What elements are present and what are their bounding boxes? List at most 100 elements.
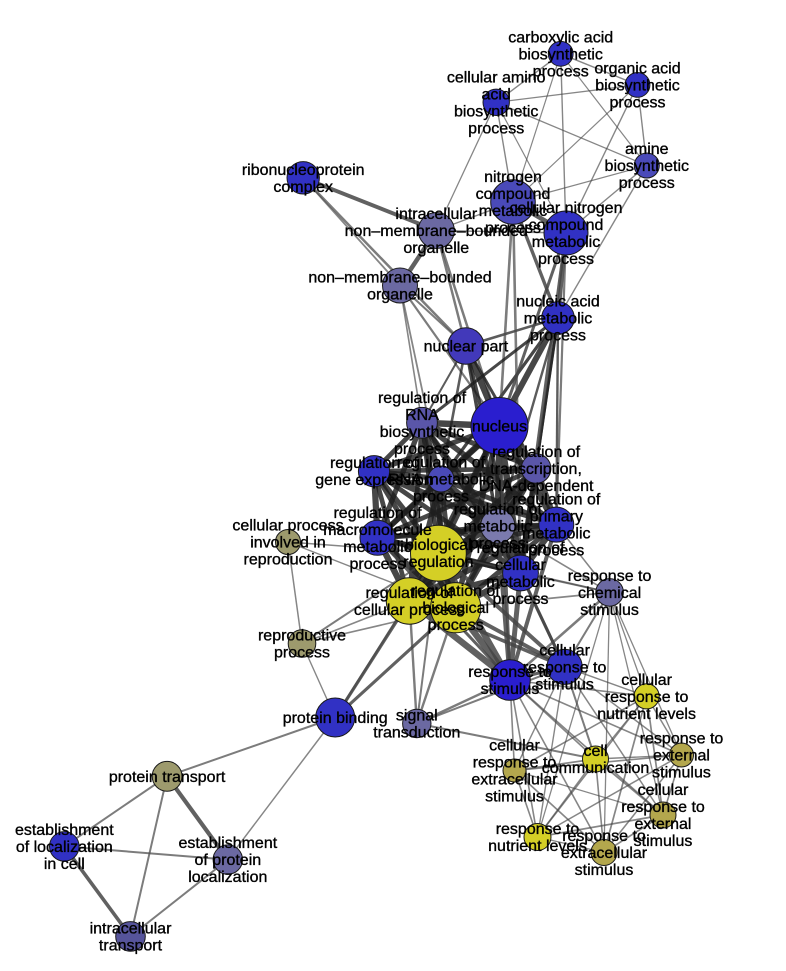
svg-text:cellular amino: cellular amino	[447, 69, 546, 86]
svg-text:response to: response to	[562, 828, 646, 845]
svg-text:regulation of: regulation of	[378, 390, 467, 407]
svg-text:biosynthetic: biosynthetic	[454, 103, 539, 120]
svg-text:regulation of: regulation of	[330, 455, 419, 472]
svg-text:RNA metabolic: RNA metabolic	[388, 472, 494, 489]
svg-text:stimulus: stimulus	[535, 676, 594, 693]
svg-text:response to: response to	[496, 821, 580, 838]
svg-text:compound: compound	[476, 186, 551, 203]
svg-text:gene expression: gene expression	[315, 472, 432, 489]
svg-text:regulation of: regulation of	[454, 502, 543, 519]
svg-text:process: process	[528, 543, 584, 560]
svg-text:carboxylic acid: carboxylic acid	[508, 29, 613, 46]
svg-text:response to: response to	[523, 659, 607, 676]
svg-text:regulation: regulation	[403, 554, 473, 571]
svg-text:in cell: in cell	[44, 856, 85, 873]
svg-text:nitrogen: nitrogen	[484, 169, 542, 186]
svg-text:process: process	[428, 617, 484, 634]
svg-text:non–membrane–bounded: non–membrane–bounded	[345, 223, 528, 240]
svg-text:complex: complex	[273, 179, 333, 196]
svg-text:transport: transport	[99, 937, 163, 954]
svg-text:stimulus: stimulus	[652, 765, 711, 782]
svg-text:of protein: of protein	[194, 852, 261, 869]
svg-text:of localization: of localization	[16, 839, 113, 856]
svg-text:stimulus: stimulus	[575, 862, 634, 879]
svg-text:cellular: cellular	[638, 782, 689, 799]
svg-text:nucleic acid: nucleic acid	[516, 294, 600, 311]
svg-text:acid: acid	[482, 86, 511, 103]
svg-text:non–membrane–bounded: non–membrane–bounded	[308, 270, 491, 287]
svg-text:metabolic: metabolic	[343, 539, 411, 556]
svg-text:organelle: organelle	[367, 287, 433, 304]
svg-text:nucleus: nucleus	[472, 419, 527, 436]
svg-text:localization: localization	[188, 869, 267, 886]
svg-text:cellular: cellular	[495, 557, 546, 574]
svg-text:biosynthetic: biosynthetic	[595, 77, 680, 94]
svg-text:process: process	[609, 94, 665, 111]
svg-text:process: process	[470, 536, 526, 553]
svg-text:organic acid: organic acid	[594, 60, 680, 77]
svg-text:communication: communication	[542, 760, 650, 777]
svg-text:regulation of: regulation of	[512, 492, 601, 509]
svg-text:intracellular: intracellular	[395, 206, 477, 223]
svg-text:reproductive: reproductive	[258, 628, 346, 645]
svg-text:nutrient levels: nutrient levels	[488, 838, 587, 855]
svg-text:protein transport: protein transport	[109, 769, 226, 786]
svg-text:nuclear part: nuclear part	[424, 339, 509, 356]
svg-text:regulation of: regulation of	[492, 444, 581, 461]
svg-text:biosynthetic: biosynthetic	[380, 424, 465, 441]
svg-text:response to: response to	[640, 731, 724, 748]
svg-text:biosynthetic: biosynthetic	[605, 158, 690, 175]
svg-text:stimulus: stimulus	[485, 789, 544, 806]
svg-text:nutrient levels: nutrient levels	[597, 706, 696, 723]
svg-text:process: process	[485, 220, 541, 237]
svg-text:biological: biological	[405, 537, 472, 554]
svg-text:reproduction: reproduction	[244, 552, 333, 569]
svg-text:involved in: involved in	[250, 535, 326, 552]
svg-text:ribonucleoprotein: ribonucleoprotein	[242, 162, 365, 179]
svg-text:regulation of: regulation of	[333, 505, 422, 522]
svg-text:process: process	[530, 328, 586, 345]
svg-text:process: process	[538, 251, 594, 268]
svg-text:response to: response to	[621, 799, 705, 816]
svg-text:process: process	[468, 120, 524, 137]
svg-text:RNA: RNA	[405, 407, 439, 424]
svg-text:macromolecule: macromolecule	[323, 522, 432, 539]
svg-text:transcription,: transcription,	[490, 461, 582, 478]
svg-text:cell: cell	[583, 743, 607, 760]
svg-text:metabolic: metabolic	[479, 203, 547, 220]
svg-text:process: process	[274, 645, 330, 662]
svg-text:process: process	[349, 556, 405, 573]
svg-text:primary: primary	[530, 509, 583, 526]
svg-text:response to: response to	[468, 664, 552, 681]
svg-text:extracellular: extracellular	[561, 845, 648, 862]
svg-text:signal: signal	[396, 708, 438, 725]
svg-text:regulation of: regulation of	[412, 583, 501, 600]
svg-text:metabolic: metabolic	[522, 526, 590, 543]
svg-text:DNA-dependent: DNA-dependent	[479, 478, 594, 495]
svg-text:compound: compound	[529, 217, 604, 234]
svg-text:cellular: cellular	[489, 738, 540, 755]
svg-text:regulation of: regulation of	[397, 455, 486, 472]
svg-text:biosynthetic: biosynthetic	[518, 46, 603, 63]
svg-text:regulation of: regulation of	[476, 540, 565, 557]
svg-text:process: process	[413, 489, 469, 506]
svg-text:process: process	[492, 591, 548, 608]
svg-text:metabolic: metabolic	[524, 311, 592, 328]
svg-text:organelle: organelle	[403, 240, 469, 257]
svg-text:metabolic: metabolic	[532, 234, 600, 251]
svg-text:biological: biological	[422, 600, 489, 617]
svg-text:cellular: cellular	[621, 672, 672, 689]
svg-text:stimulus: stimulus	[481, 681, 540, 698]
svg-text:cellular nitrogen: cellular nitrogen	[510, 200, 623, 217]
svg-text:external: external	[653, 748, 710, 765]
svg-text:process: process	[533, 63, 589, 80]
svg-text:transduction: transduction	[373, 725, 460, 742]
svg-text:cellular process: cellular process	[354, 602, 465, 619]
svg-text:external: external	[635, 816, 692, 833]
svg-text:establishment: establishment	[178, 835, 277, 852]
svg-text:protein binding: protein binding	[283, 710, 388, 727]
svg-text:cellular: cellular	[539, 642, 590, 659]
svg-text:chemical: chemical	[578, 585, 641, 602]
svg-text:process: process	[619, 175, 675, 192]
svg-text:stimulus: stimulus	[634, 833, 693, 850]
